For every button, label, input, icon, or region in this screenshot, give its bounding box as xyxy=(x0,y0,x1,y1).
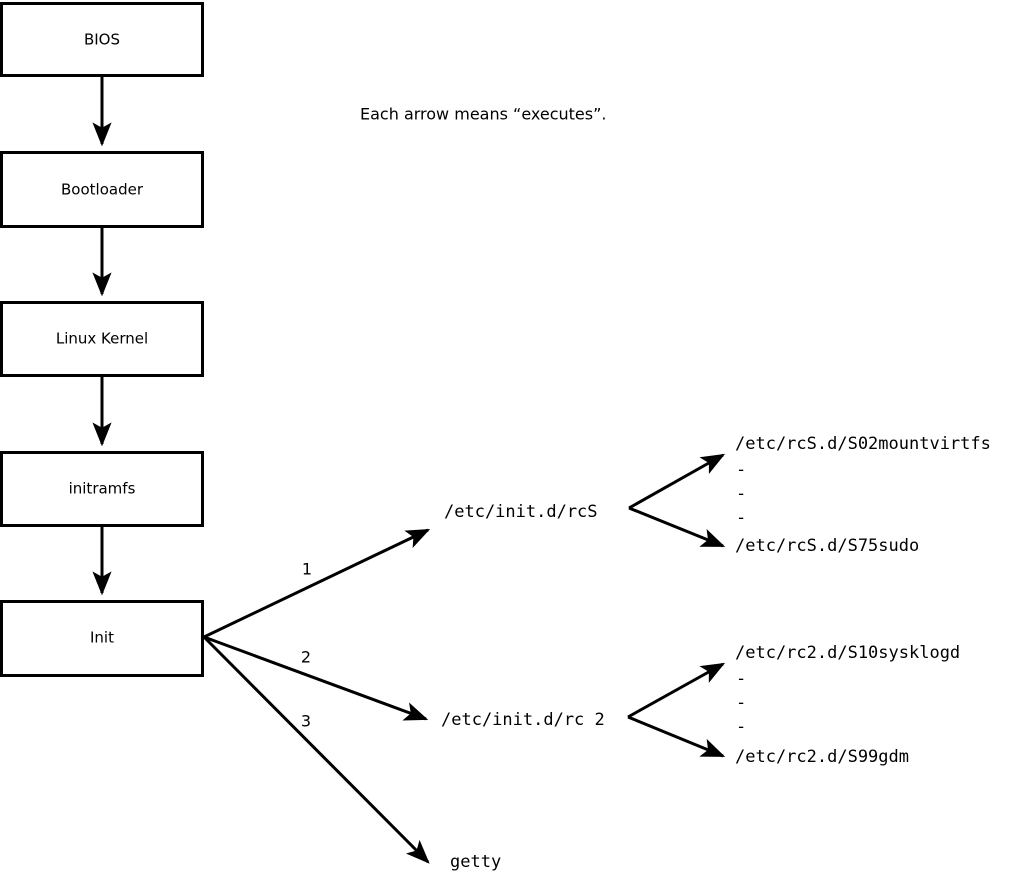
box-init-rect xyxy=(0,600,204,677)
edge-label-1: 1 xyxy=(302,560,312,579)
arrow-rcs-to-first-script xyxy=(628,453,726,510)
box-bootloader-rect xyxy=(0,151,204,228)
arrow-init-to-rcs xyxy=(203,528,431,639)
box-bootloader-label: Bootloader xyxy=(61,181,144,199)
box-initramfs-rect xyxy=(0,451,204,527)
rcs-ellipsis-2: - xyxy=(736,484,746,504)
node-label-rcs: /etc/init.d/rcS xyxy=(444,502,598,522)
box-initramfs-label: initramfs xyxy=(69,480,136,498)
rc2-ellipsis-2: - xyxy=(736,693,746,713)
rc2-child-last: /etc/rc2.d/S99gdm xyxy=(735,747,909,767)
box-init-label: Init xyxy=(90,629,114,647)
node-label-getty: getty xyxy=(450,852,501,872)
rcs-child-last: /etc/rcS.d/S75sudo xyxy=(735,536,919,556)
node-label-rc2: /etc/init.d/rc 2 xyxy=(441,710,605,730)
box-bios-rect xyxy=(0,2,204,77)
box-initramfs: initramfs xyxy=(0,451,204,527)
box-linux-kernel-rect xyxy=(0,301,204,377)
rcs-ellipsis-1: - xyxy=(736,460,746,480)
edge-label-3: 3 xyxy=(301,712,311,731)
legend-note: Each arrow means “executes”. xyxy=(360,105,606,124)
box-bios-label: BIOS xyxy=(84,31,120,49)
arrow-rc2-to-first-script xyxy=(627,662,726,719)
rc2-ellipsis-3: - xyxy=(736,717,746,737)
rc2-child-first: /etc/rc2.d/S10sysklogd xyxy=(735,643,960,663)
rcs-child-first: /etc/rcS.d/S02mountvirtfs xyxy=(735,434,991,454)
rc2-ellipsis-1: - xyxy=(736,669,746,689)
arrow-init-to-rc2 xyxy=(203,635,429,721)
arrow-init-to-getty xyxy=(202,635,430,864)
box-bios: BIOS xyxy=(0,2,204,77)
box-init: Init xyxy=(0,600,204,677)
arrow-rcs-to-last-script xyxy=(628,506,726,548)
arrow-rc2-to-last-script xyxy=(627,715,726,758)
box-bootloader: Bootloader xyxy=(0,151,204,228)
box-linux-kernel: Linux Kernel xyxy=(0,301,204,377)
edge-label-2: 2 xyxy=(301,648,311,667)
box-linux-kernel-label: Linux Kernel xyxy=(56,330,148,348)
rcs-ellipsis-3: - xyxy=(736,508,746,528)
